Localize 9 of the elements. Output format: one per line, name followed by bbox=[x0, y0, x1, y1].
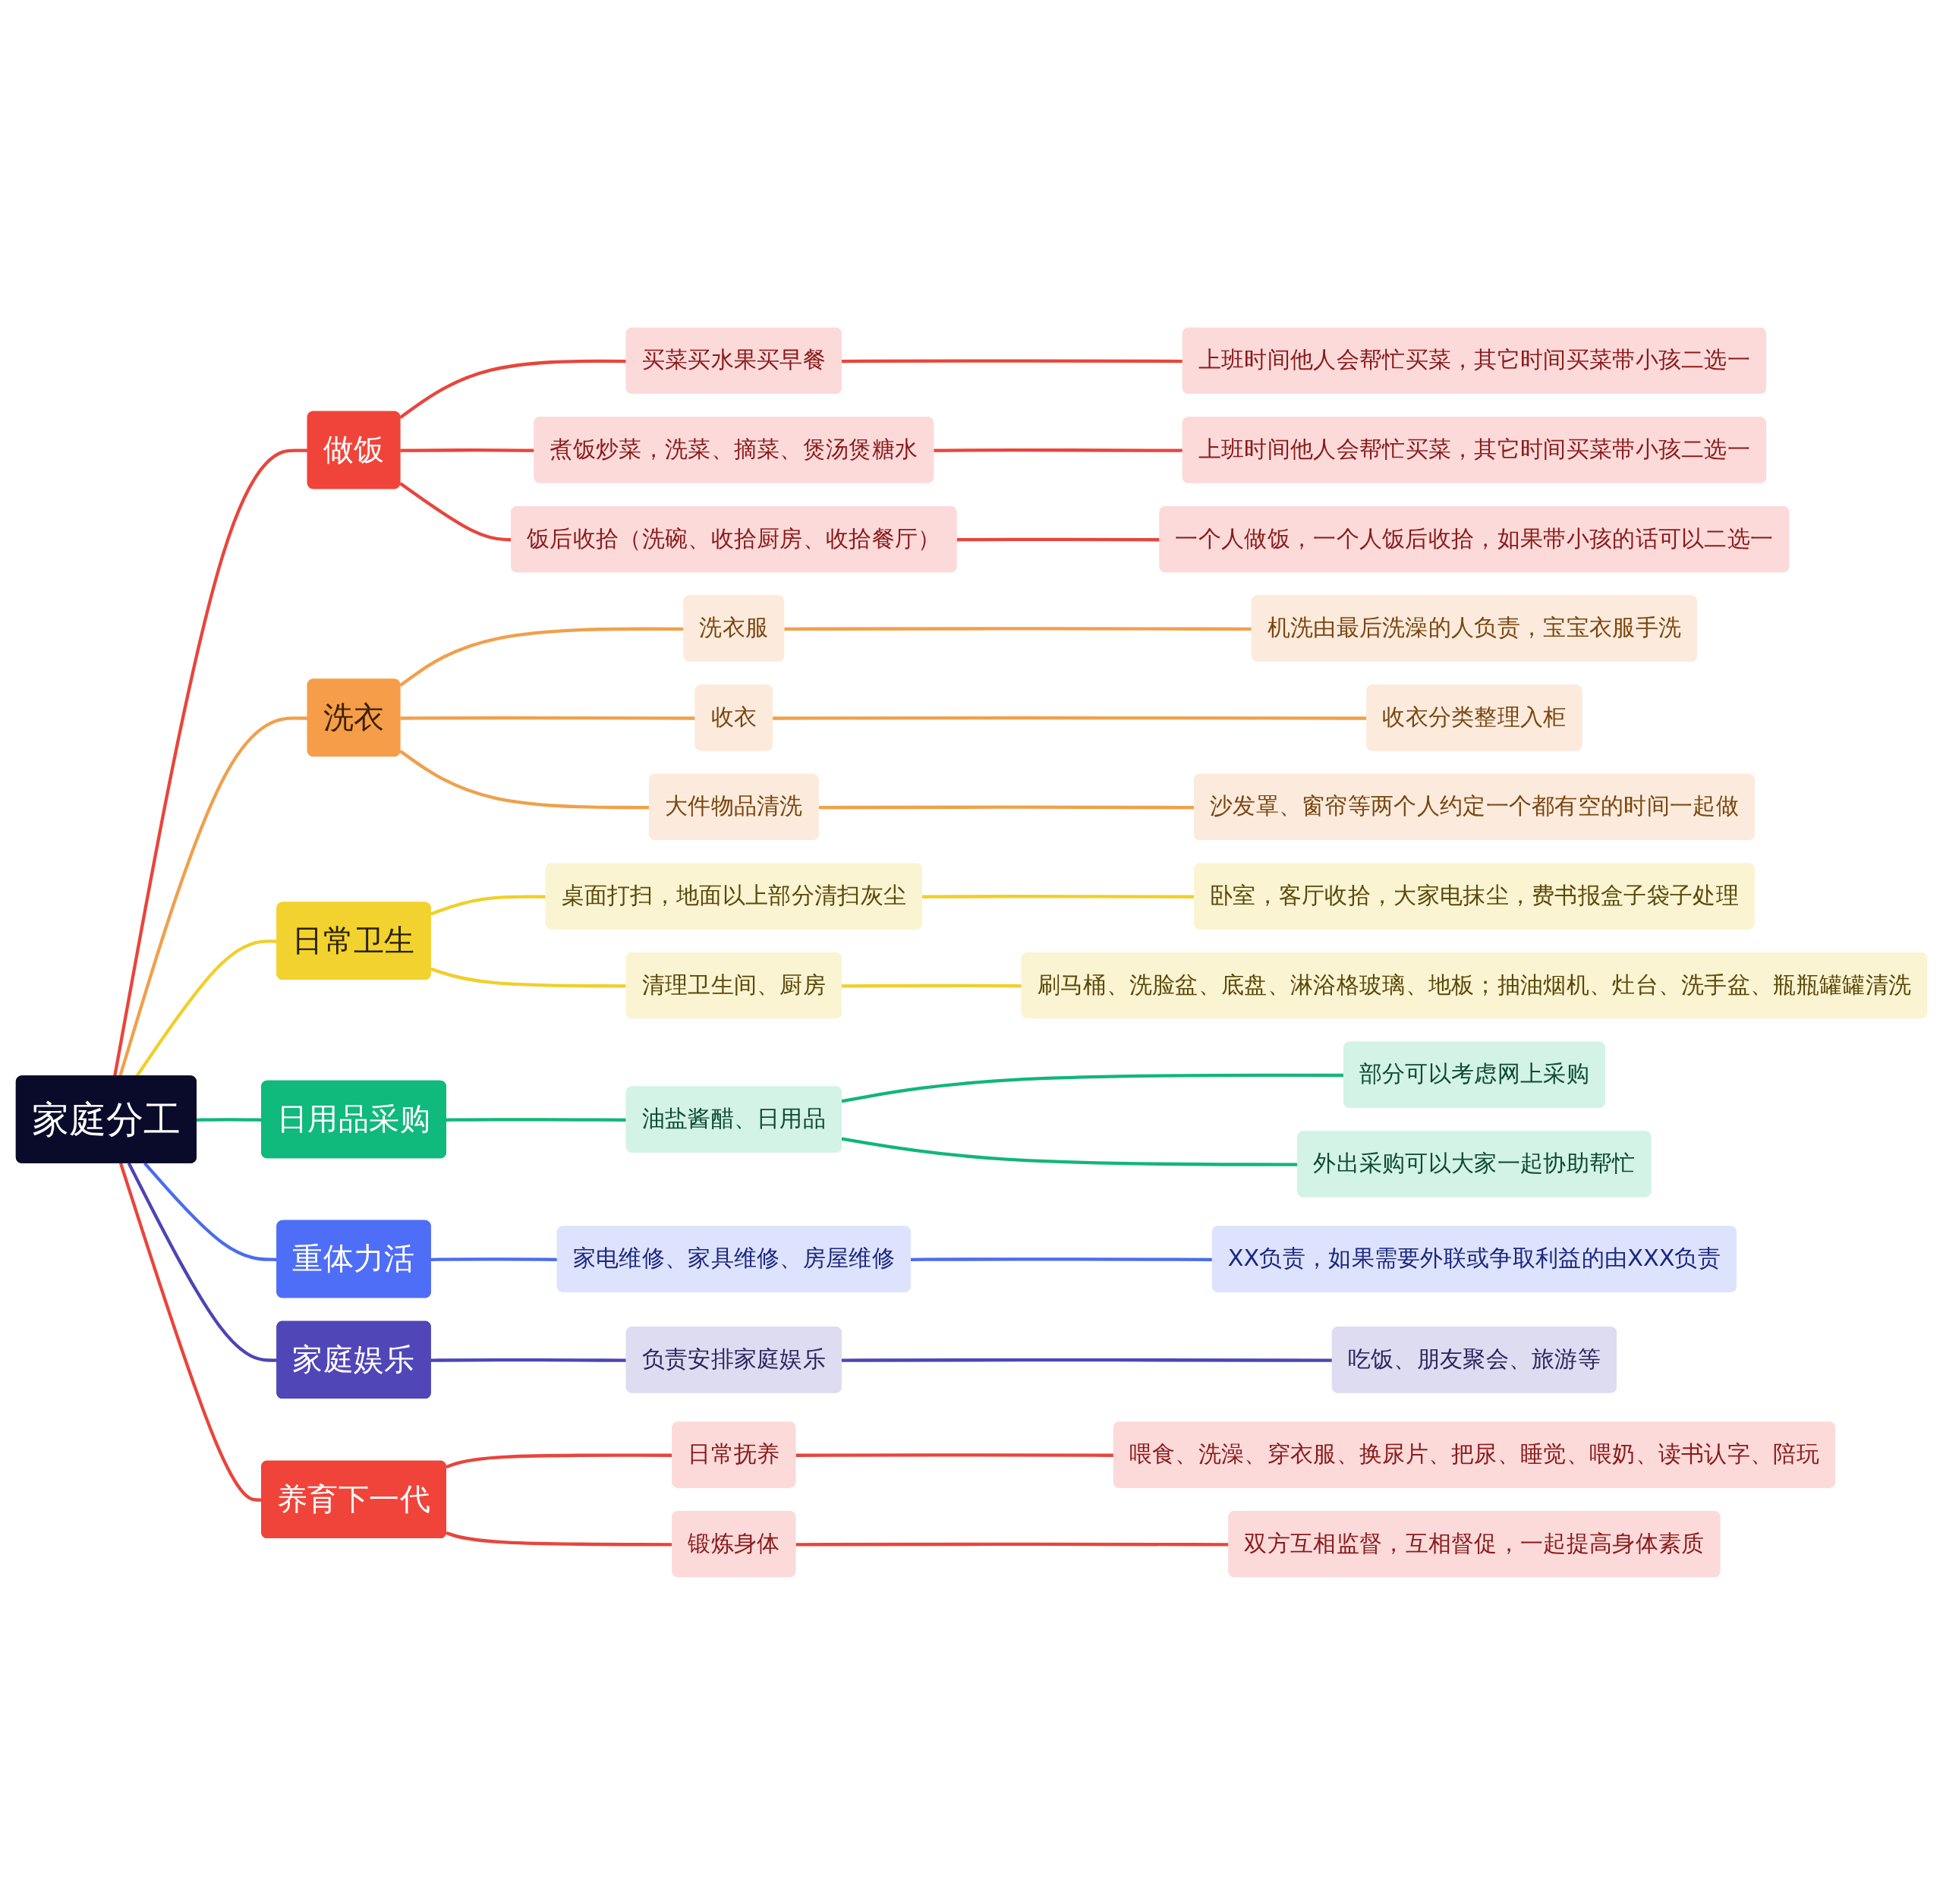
connector bbox=[956, 537, 1160, 541]
connector bbox=[446, 1452, 673, 1468]
connector bbox=[400, 448, 535, 452]
connector bbox=[143, 1161, 278, 1261]
connector bbox=[446, 1531, 673, 1547]
connector bbox=[127, 1162, 278, 1362]
connector bbox=[399, 627, 685, 687]
connector bbox=[841, 1136, 1299, 1166]
connector bbox=[795, 1542, 1230, 1547]
